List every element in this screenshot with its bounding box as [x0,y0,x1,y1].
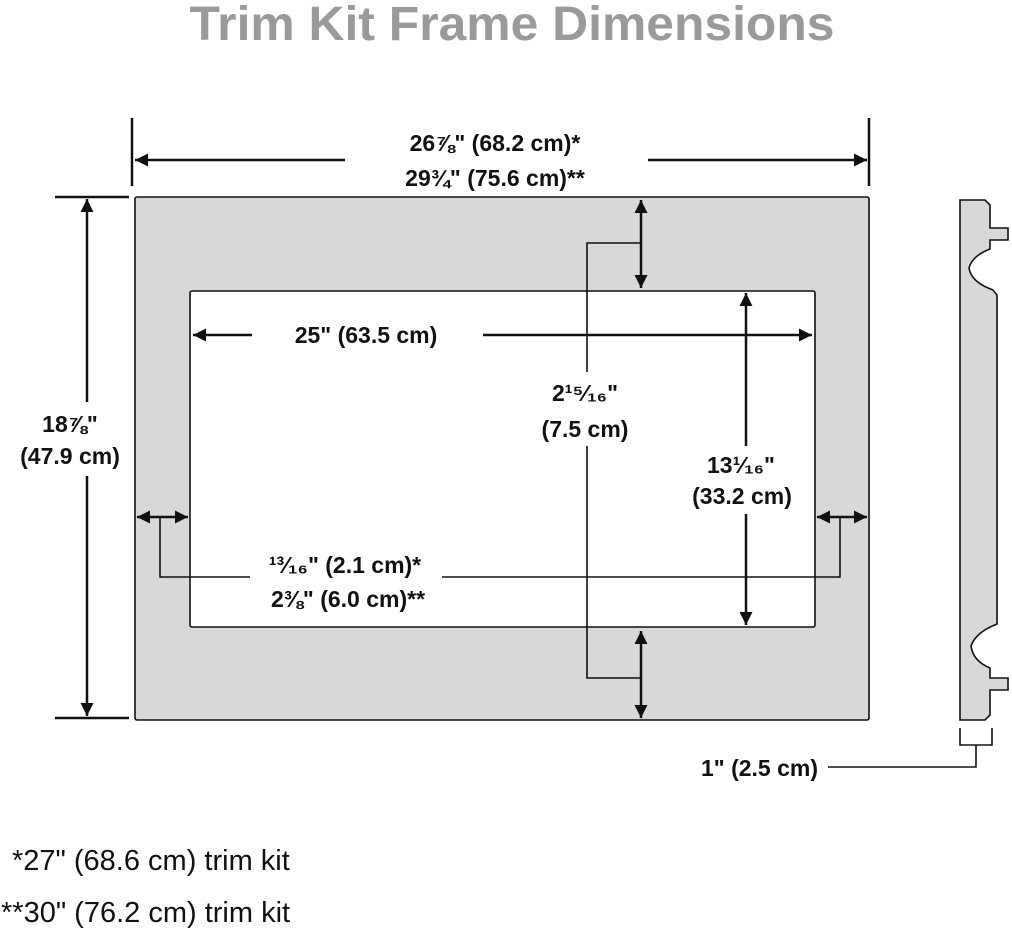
border-depth-label-cm: (7.5 cm) [542,416,629,442]
left-border-leader [159,517,250,578]
inner-width-label: 25" (63.5 cm) [295,322,438,348]
outer-width-label-30: 29¾" (75.6 cm)** [405,165,585,191]
note-30-inch-kit: **30" (76.2 cm) trim kit [1,897,290,929]
outer-width-label-27: 26⅞" (68.2 cm)* [410,130,581,156]
depth-leader [828,745,977,768]
depth-label: 1" (2.5 cm) [701,755,818,781]
frame-side-profile [959,199,1009,721]
note-27-inch-kit: *27" (68.6 cm) trim kit [12,845,290,877]
border-depth-label-inches: 2¹⁵⁄₁₆" [552,380,618,406]
outer-height-label-inches: 18⅞" [42,411,98,437]
side-border-label-30: 2⅜" (6.0 cm)** [271,586,425,612]
right-border-leader [442,517,841,578]
outer-height-label-cm: (47.9 cm) [20,443,120,469]
frame-opening [189,290,816,628]
inner-height-label-cm: (33.2 cm) [692,483,792,509]
side-border-label-27: ¹³⁄₁₆" (2.1 cm)* [269,552,421,578]
depth-bracket [959,728,993,746]
top-border-leader [586,242,641,372]
inner-height-label-inches: 13¹⁄₁₆" [707,452,775,478]
bottom-border-leader [586,446,641,679]
diagram-title: Trim Kit Frame Dimensions [190,0,835,51]
